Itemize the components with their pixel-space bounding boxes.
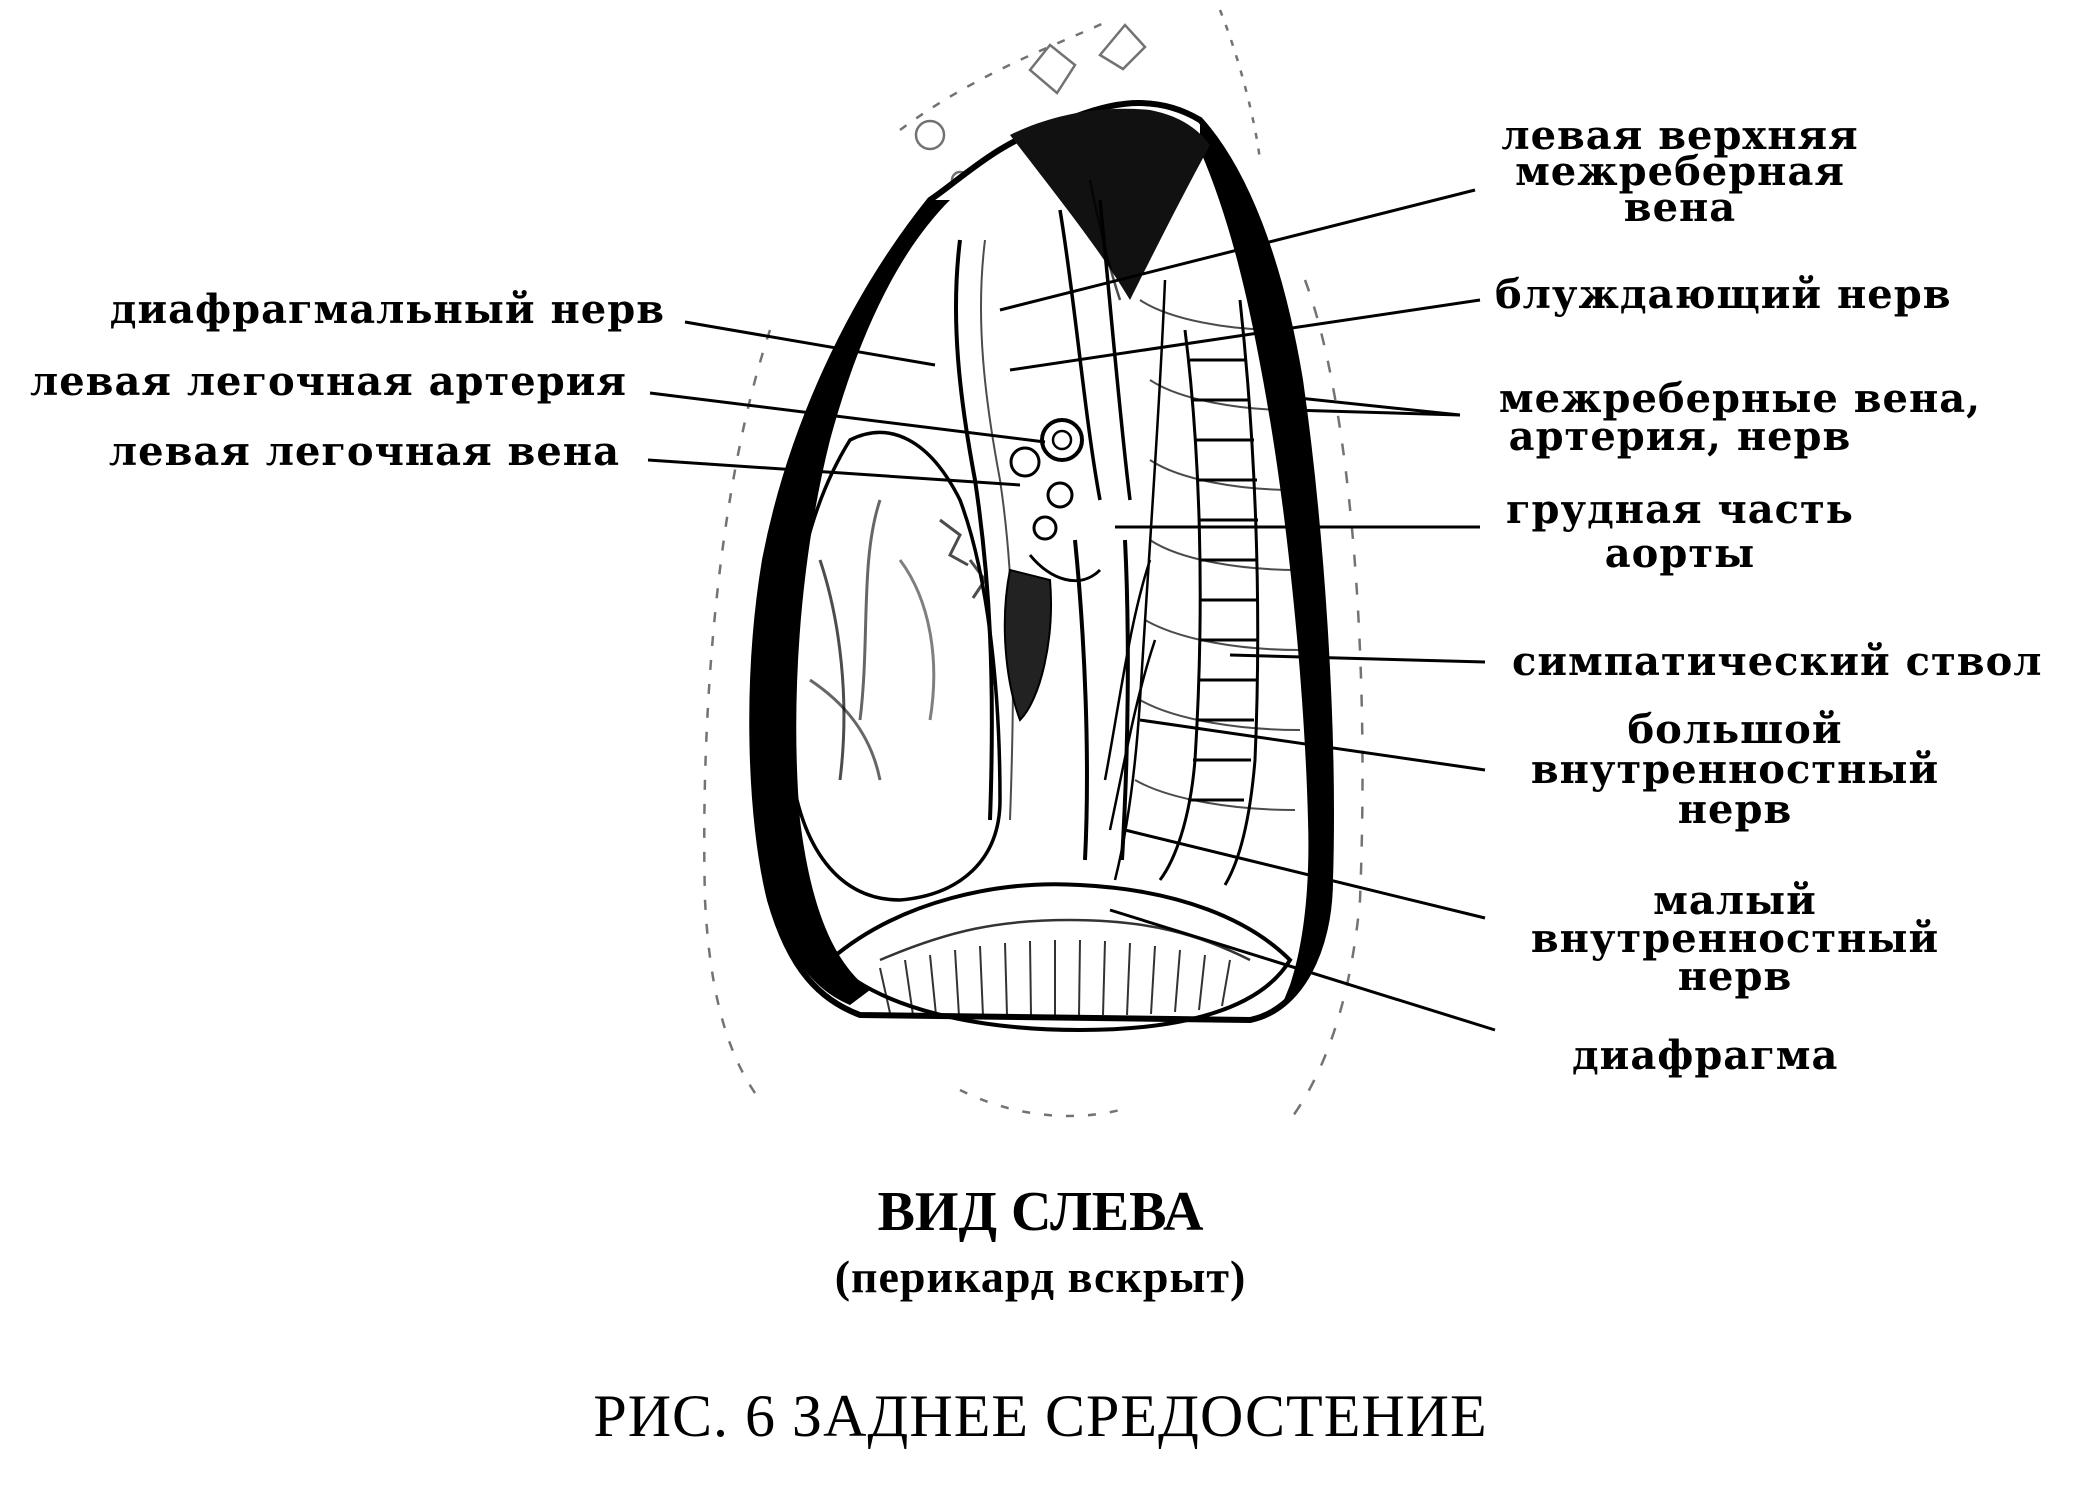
- label-line: нерв: [1677, 786, 1793, 833]
- label-diaphragm: диафрагма: [1572, 1032, 1839, 1079]
- label-line: большой: [1627, 706, 1843, 753]
- surrounding-sketch: [703, 9, 1364, 1121]
- leader-intercostal-vessels-a: [1269, 393, 1461, 417]
- leader-greater-splanchnic-nerve: [1139, 718, 1486, 772]
- label-vagus-nerve: блуждающий нерв: [1495, 271, 1952, 318]
- label-line: внутренностный: [1530, 746, 1940, 793]
- leader-vagus-nerve: [1009, 298, 1481, 372]
- label-phrenic-nerve: диафрагмальный нерв: [109, 286, 665, 333]
- label-left-superior-intercostal-vein: левая верхняя межреберная вена: [1490, 112, 1870, 231]
- leader-left-pulmonary-vein: [647, 458, 1021, 487]
- pericardium-heart: [785, 430, 1002, 902]
- view-subtitle: (перикард вскрыт): [834, 1251, 1247, 1302]
- label-line: левая верхняя: [1501, 112, 1859, 159]
- leader-lines: [647, 188, 1496, 1032]
- label-left-pulmonary-vein: левая легочная вена: [108, 428, 620, 475]
- label-line: вена: [1623, 184, 1737, 231]
- leader-diaphragm: [1109, 908, 1496, 1032]
- leader-lesser-splanchnic-nerve: [1124, 828, 1486, 920]
- label-line: аорты: [1604, 530, 1756, 577]
- sympathetic-trunk: [1103, 279, 1167, 881]
- label-sympathetic-trunk: симпатический ствол: [1512, 638, 2043, 685]
- view-title: ВИД СЛЕВА: [877, 1181, 1204, 1243]
- central-vessels: [954, 239, 1102, 821]
- label-intercostal-vessels-nerve: межреберные вена, артерия, нерв: [1495, 375, 1985, 457]
- diaphragm-shape: [827, 882, 1293, 1033]
- leader-phrenic-nerve: [684, 320, 936, 367]
- label-line: нерв: [1677, 953, 1793, 1000]
- label-line: межреберные вена,: [1498, 375, 1982, 422]
- leader-sympathetic-trunk: [1229, 653, 1486, 664]
- label-line: межреберная: [1515, 148, 1845, 195]
- label-line: внутренностный: [1530, 915, 1940, 962]
- figure-caption: РИС. 6 ЗАДНЕЕ СРЕДОСТЕНИЕ: [593, 1383, 1488, 1449]
- label-left-pulmonary-artery: левая легочная артерия: [30, 358, 627, 405]
- leader-left-pulmonary-artery: [649, 391, 1046, 444]
- leader-intercostal-vessels-b: [1289, 408, 1461, 417]
- label-thoracic-aorta: грудная часть аорты: [1500, 488, 1860, 576]
- label-line: грудная часть: [1506, 486, 1854, 533]
- label-greater-splanchnic-nerve: большой внутренностный нерв: [1520, 710, 1950, 830]
- label-line: малый: [1653, 877, 1817, 924]
- label-line: артерия, нерв: [1508, 413, 1852, 460]
- label-lesser-splanchnic-nerve: малый внутренностный нерв: [1520, 877, 1950, 1000]
- leader-left-superior-intercostal-vein: [999, 188, 1476, 312]
